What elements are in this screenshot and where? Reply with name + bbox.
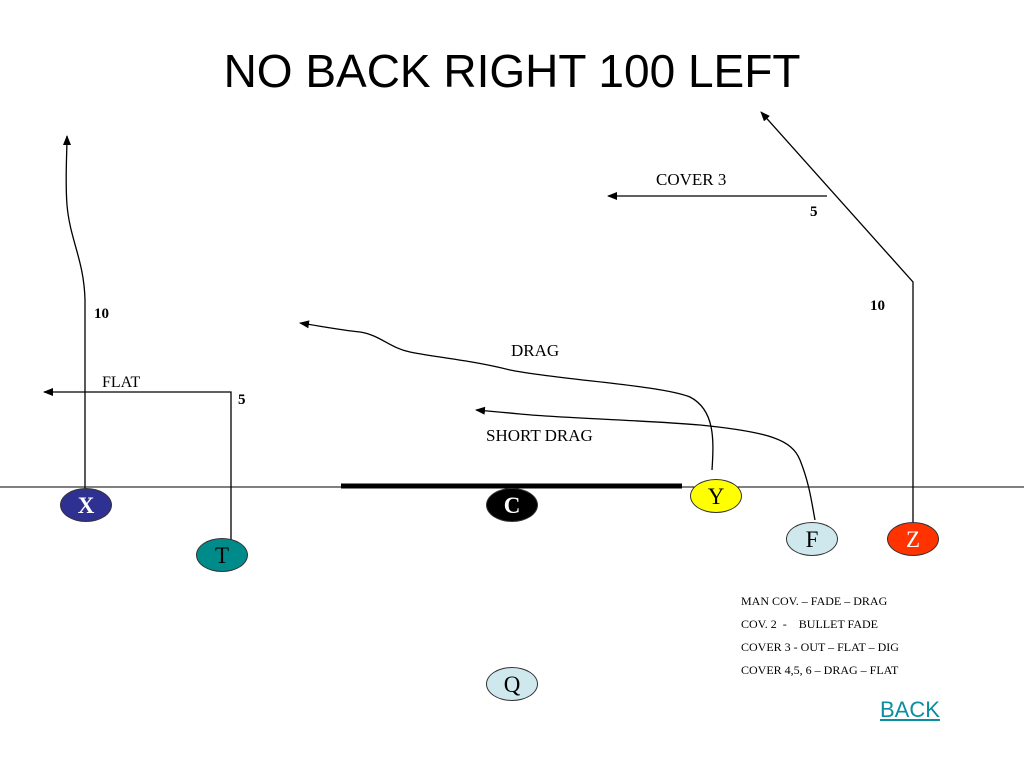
t-yard-mark: 5 — [238, 392, 246, 408]
coverage-note: COV. 2 - BULLET FADE — [741, 617, 879, 631]
player-x[interactable]: X — [60, 488, 112, 522]
back-link[interactable]: BACK — [880, 697, 940, 722]
player-z[interactable]: Z — [887, 522, 939, 556]
player-t[interactable]: T — [196, 538, 248, 572]
y-route-drag — [299, 320, 714, 471]
coverage-notes: MAN COV. – FADE – DRAG COV. 2 - BULLET F… — [741, 591, 899, 683]
cover3-label: COVER 3 — [656, 170, 727, 189]
z-yard-mark: 10 — [870, 298, 885, 314]
coverage-note: COVER 3 - OUT – FLAT – DIG — [741, 640, 899, 654]
player-f[interactable]: F — [786, 522, 838, 556]
player-y[interactable]: Y — [690, 479, 742, 513]
f-route-short-drag — [475, 406, 816, 521]
player-q[interactable]: Q — [486, 667, 538, 701]
player-c[interactable]: C — [486, 488, 538, 522]
play-title: NO BACK RIGHT 100 LEFT — [223, 45, 801, 97]
x-route — [62, 135, 86, 490]
coverage-note: COVER 4,5, 6 – DRAG – FLAT — [741, 663, 899, 677]
flat-label: FLAT — [102, 374, 141, 391]
cover3-yard-mark: 5 — [810, 204, 818, 220]
drag-label: DRAG — [511, 341, 560, 360]
short-drag-label: SHORT DRAG — [486, 426, 593, 445]
coverage-note: MAN COV. – FADE – DRAG — [741, 594, 888, 608]
z-route — [760, 111, 914, 530]
t-route — [43, 388, 232, 540]
x-yard-mark: 10 — [94, 306, 109, 322]
